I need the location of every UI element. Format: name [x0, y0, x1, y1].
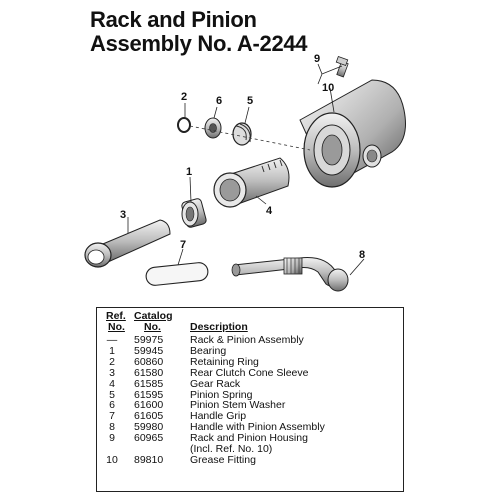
handle-with-pinion-part	[231, 257, 349, 292]
catalog-no-cell: 59945	[134, 344, 164, 357]
ref-no-cell: 3	[109, 366, 115, 379]
catalog-no-cell: 61605	[134, 410, 164, 423]
catalog-no-cell: 61585	[134, 377, 164, 390]
header-ref-line1: Ref.	[106, 310, 126, 322]
description-cell: Grease Fitting	[190, 453, 256, 466]
header-catalog-line2: No.	[144, 321, 161, 333]
ref-no-cell: 5	[109, 388, 115, 401]
header-description: Description	[190, 321, 248, 333]
callout-6: 6	[216, 95, 222, 107]
catalog-no-cell: 59975	[134, 334, 164, 346]
pinion-stem-washer-part	[204, 117, 222, 139]
description-cell: Pinion Spring	[190, 388, 253, 401]
description-cell: Rear Clutch Cone Sleeve	[190, 366, 309, 379]
callout-4: 4	[266, 205, 273, 217]
leader-lines	[127, 63, 365, 276]
ref-no-cell: 8	[109, 421, 115, 434]
catalog-no-cell: 61595	[134, 388, 164, 401]
callout-9: 9	[314, 53, 320, 65]
description-cell: Retaining Ring	[190, 355, 259, 368]
ref-no-cell: 7	[109, 410, 115, 423]
ref-no-cell: —	[106, 334, 118, 346]
description-cell: Bearing	[190, 344, 227, 357]
catalog-no-cell: 89810	[134, 453, 164, 466]
ref-no-cell: 9	[109, 432, 115, 445]
header-catalog-line1: Catalog	[134, 310, 173, 322]
page-title: Rack and Pinion Assembly No. A-2244	[90, 7, 308, 56]
title-line-2: Assembly No. A-2244	[90, 31, 308, 56]
callout-3: 3	[120, 209, 126, 221]
description-cell: (Incl. Ref. No. 10)	[190, 443, 273, 455]
callout-10: 10	[322, 82, 334, 94]
callout-1: 1	[186, 166, 192, 178]
description-cell: Handle Grip	[190, 410, 247, 423]
description-cell: Handle with Pinion Assembly	[190, 421, 325, 434]
rear-clutch-cone-sleeve-part	[84, 219, 171, 268]
callout-7: 7	[180, 239, 186, 251]
catalog-no-cell: 61580	[134, 366, 164, 379]
bearing-part	[181, 198, 207, 228]
title-line-1: Rack and Pinion	[90, 7, 257, 32]
callout-8: 8	[359, 249, 365, 261]
ref-no-cell: 6	[109, 399, 115, 412]
ref-no-cell: 1	[109, 344, 115, 357]
catalog-no-cell: 60965	[134, 432, 164, 445]
catalog-no-cell: 60860	[134, 355, 164, 368]
handle-grip-part	[145, 262, 209, 286]
parts-list-box	[96, 307, 404, 492]
callout-2: 2	[181, 91, 187, 103]
header-ref-line2: No.	[108, 321, 125, 333]
pinion-spring-part	[232, 122, 252, 146]
ref-no-cell: 4	[109, 377, 115, 390]
description-cell: Pinion Stem Washer	[190, 399, 286, 412]
rack-and-pinion-housing	[299, 55, 406, 188]
retaining-ring-part	[177, 117, 191, 133]
description-cell: Rack & Pinion Assembly	[190, 334, 304, 346]
ref-no-cell: 2	[109, 355, 115, 368]
callout-5: 5	[247, 95, 253, 107]
catalog-no-cell: 59980	[134, 421, 164, 434]
ref-no-cell: 10	[106, 453, 118, 466]
description-cell: Rack and Pinion Housing	[190, 432, 308, 445]
exploded-parts-diagram: 2 6 5 1 4 3 7 8 9 10	[84, 53, 406, 292]
catalog-no-cell: 61600	[134, 399, 164, 412]
description-cell: Gear Rack	[190, 377, 241, 390]
gear-rack-part	[213, 157, 290, 208]
